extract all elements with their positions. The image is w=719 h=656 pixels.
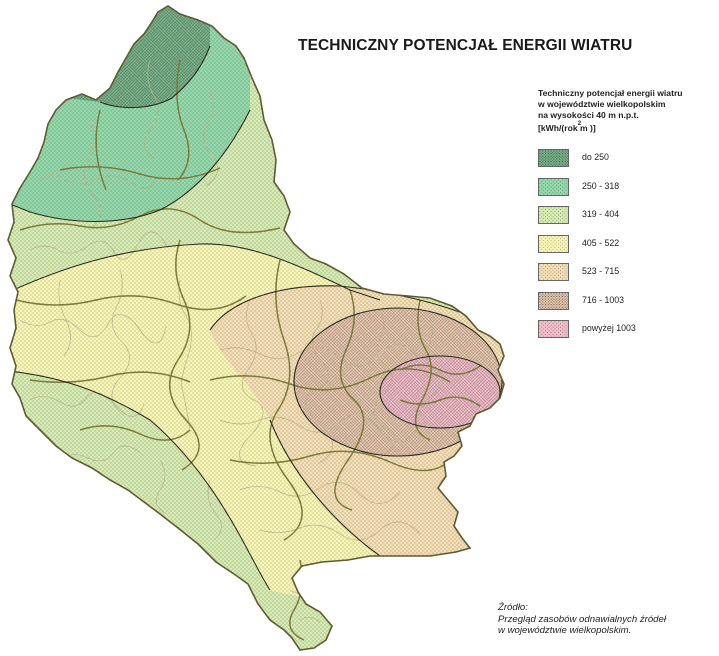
legend-label: powyżej 1003 bbox=[582, 323, 636, 333]
legend-label: 716 - 1003 bbox=[582, 294, 625, 305]
legend-label: 523 - 715 bbox=[582, 266, 620, 276]
source-note: Źródło: Przegląd zasobów odnawialnych źr… bbox=[498, 602, 666, 637]
legend-swatch bbox=[538, 177, 569, 196]
legend-unit: [kWh/(rok m )] bbox=[538, 122, 596, 133]
legend-title-line-1: Techniczny potencjał energii wiatru bbox=[538, 88, 683, 98]
legend-label: do 250 bbox=[582, 152, 609, 162]
zone-boundaries bbox=[8, 45, 504, 591]
legend-swatch bbox=[538, 234, 569, 253]
legend-swatch bbox=[538, 149, 569, 167]
legend-swatch bbox=[538, 291, 569, 310]
county-borders bbox=[15, 59, 481, 641]
legend-label: 319 - 404 bbox=[582, 209, 620, 219]
legend-label: 250 - 318 bbox=[582, 180, 620, 191]
legend-swatch bbox=[538, 263, 569, 281]
legend-title-line-2: w województwie wielkopolskim bbox=[538, 99, 666, 109]
district-borders bbox=[19, 59, 444, 623]
texture-716-1003 bbox=[294, 308, 502, 456]
legend-title-line-3: na wysokości 40 m n.p.t. bbox=[538, 110, 639, 120]
map-title: TECHNICZNY POTENCJAŁ ENERGII WIATRU bbox=[298, 37, 633, 54]
source-label: Źródło: bbox=[498, 602, 528, 613]
legend-title: Techniczny potencjał energii wiatru w wo… bbox=[538, 88, 683, 134]
legend-unit-superscript: 2 bbox=[577, 121, 582, 127]
legend-swatch bbox=[538, 320, 569, 338]
legend-title-line-4: [kWh/(rok m )]2 bbox=[538, 121, 683, 134]
source-line-1: Przegląd zasobów odnawialnych źródeł bbox=[498, 613, 666, 625]
legend-label: 405 - 522 bbox=[582, 237, 620, 248]
source-line-2: w województwie wielkopolskim. bbox=[498, 625, 632, 636]
legend-swatch bbox=[538, 206, 569, 224]
